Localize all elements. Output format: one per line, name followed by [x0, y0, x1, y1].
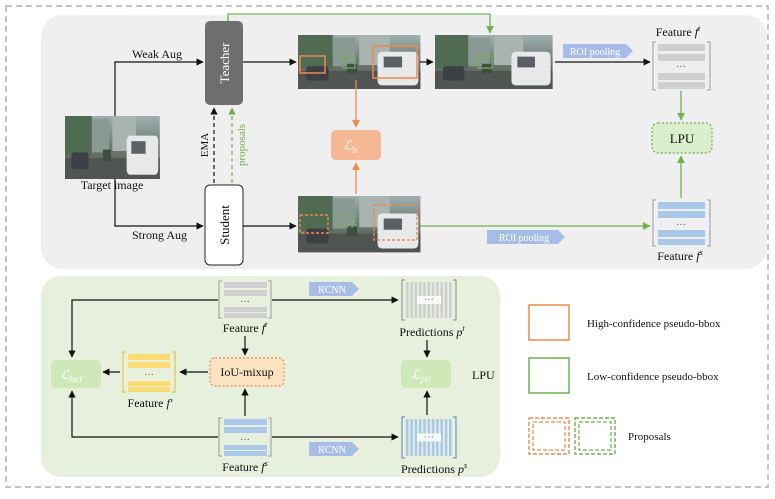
teacher-output-image — [298, 35, 421, 89]
loss-pst-label: ℒpst — [411, 367, 431, 384]
arrow-to-student — [114, 179, 204, 230]
svg-text:···: ··· — [240, 435, 250, 446]
predictions-s: ··· — [401, 416, 457, 459]
rcnn-bottom-label: RCNN — [318, 445, 346, 456]
svg-text:···: ··· — [424, 433, 434, 444]
loss-h-label: ℒh — [343, 138, 357, 155]
feature-t-bottom-label: Feature ft — [223, 320, 268, 335]
arrow-feature-s-llscl — [68, 390, 218, 438]
legend-high-swatch — [528, 304, 570, 341]
outer-dashed-frame — [5, 5, 769, 488]
roi-pooling-bottom-tag — [487, 230, 565, 244]
predictions-s-label: Predictions ps — [401, 461, 467, 476]
legend-high-label: High-confidence pseudo-bbox — [587, 318, 721, 330]
loss-lscl-block — [51, 360, 101, 388]
feature-s-top-label: Feature fs — [657, 248, 702, 263]
legend-proposals-label: Proposals — [628, 431, 671, 443]
legend-low-swatch — [528, 357, 570, 394]
teacher-block — [205, 21, 243, 105]
legend-proposals-swatch — [528, 417, 616, 455]
predictions-t-label: Predictions pt — [399, 324, 465, 339]
roi-pooling-bottom-label: ROI pooling — [499, 233, 549, 244]
svg-text:···: ··· — [144, 370, 154, 381]
lpu-top-label: LPU — [670, 131, 695, 146]
lpu-top-block — [651, 122, 713, 154]
student-output-image — [298, 196, 421, 253]
target-image-label: Target image — [81, 178, 144, 192]
proposals-label: proposals — [236, 124, 248, 166]
feature-t-top: ··· — [652, 41, 711, 91]
feature-s-bottom-label: Feature fs — [222, 459, 267, 474]
lowconf-image — [435, 35, 553, 89]
rcnn-bottom-tag — [309, 442, 359, 456]
loss-lscl-label: ℒlscl — [60, 367, 82, 384]
svg-text:···: ··· — [676, 62, 686, 73]
feature-prime-label: Feature f′ — [128, 396, 173, 410]
iou-mixup-label: IoU-mixup — [220, 365, 273, 379]
loss-h-block — [331, 130, 381, 160]
roi-pooling-top-label: ROI pooling — [570, 47, 620, 58]
feature-prime: ··· — [122, 351, 176, 393]
target-image — [65, 116, 160, 179]
lpu-bottom-label: LPU — [472, 368, 495, 382]
feature-t-top-label: Feature ft — [656, 24, 701, 39]
arrow-feature-t-llscl — [68, 299, 218, 358]
roi-pooling-top-tag — [563, 44, 633, 58]
ema-label: EMA — [199, 133, 211, 158]
loss-pst-block — [401, 360, 451, 388]
feature-s-bottom: ··· — [218, 417, 272, 457]
feature-s-top: ··· — [652, 199, 711, 247]
arrow-to-teacher — [114, 58, 204, 116]
student-label: Student — [217, 205, 232, 245]
iou-mixup-block — [209, 357, 285, 387]
strong-aug-label: Strong Aug — [132, 228, 187, 242]
rcnn-top-tag — [309, 282, 359, 296]
svg-text:···: ··· — [240, 297, 250, 308]
teacher-label: Teacher — [217, 42, 232, 84]
arrow-teacher-lowconf — [227, 13, 494, 34]
student-block — [204, 184, 244, 266]
predictions-t: ··· — [401, 279, 457, 321]
weak-aug-label: Weak Aug — [132, 47, 182, 61]
rcnn-top-label: RCNN — [318, 285, 346, 296]
legend-low-label: Low-confidence pseudo-bbox — [587, 371, 719, 383]
feature-t-bottom: ··· — [218, 280, 272, 319]
svg-text:···: ··· — [424, 295, 434, 306]
svg-text:···: ··· — [676, 220, 686, 231]
